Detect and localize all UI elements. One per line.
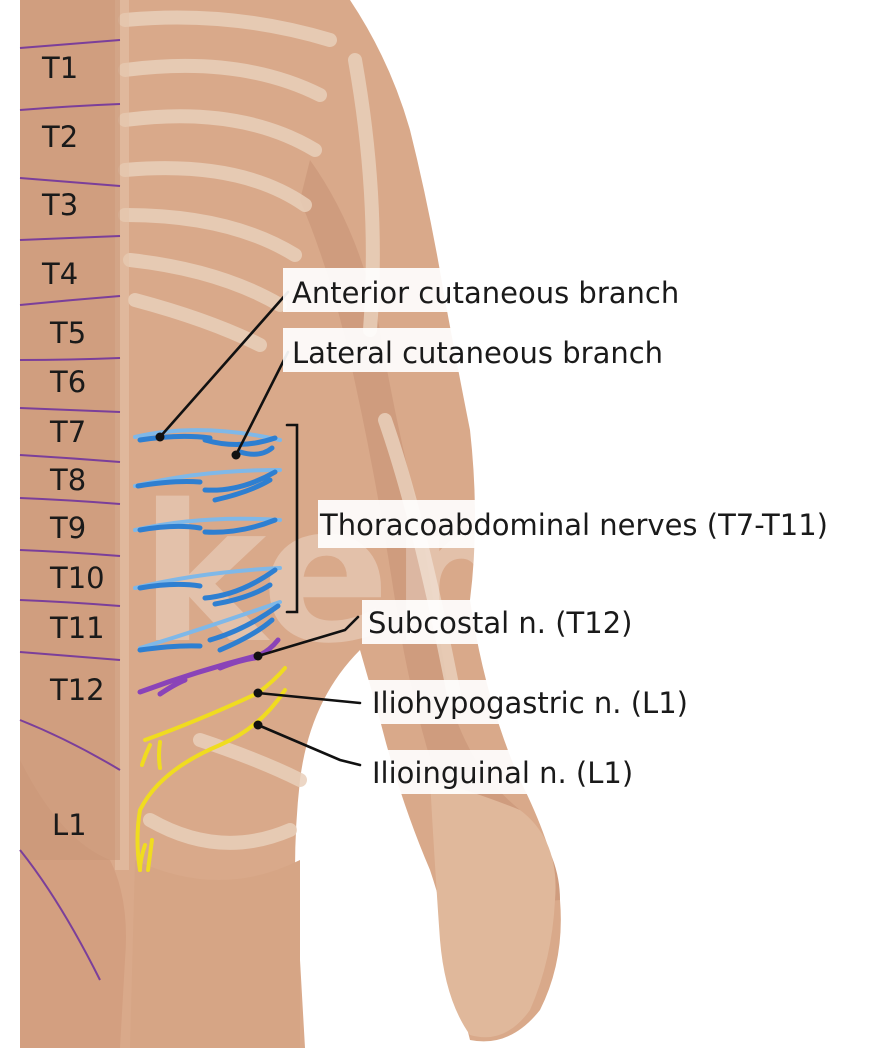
- ilioinguinal-label: Ilioinguinal n. (L1): [372, 756, 633, 790]
- dermatome-label-t7: T7: [49, 415, 86, 449]
- dermatome-label-t6: T6: [49, 365, 86, 399]
- iliohypogastric-label: Iliohypogastric n. (L1): [372, 686, 688, 720]
- svg-text:kenhub.org: kenhub.org: [140, 464, 884, 685]
- dermatome-label-l1: L1: [52, 808, 87, 842]
- thoracoabdominal-nerves-label: Thoracoabdominal nerves (T7-T11): [319, 508, 828, 542]
- lateral-pointer: [232, 451, 241, 460]
- dermatome-label-t2: T2: [41, 120, 78, 154]
- dermatome-label-t12: T12: [49, 673, 105, 707]
- watermark: kenhub.org: [140, 464, 884, 685]
- ilioinguinal-pointer: [254, 721, 263, 730]
- dermatome-label-t10: T10: [49, 561, 105, 595]
- callout-labels: Anterior cutaneous branch Lateral cutane…: [283, 268, 878, 794]
- dermatome-label-t4: T4: [41, 257, 78, 291]
- subcostal-label: Subcostal n. (T12): [368, 606, 632, 640]
- anterior-pointer: [156, 433, 165, 442]
- dermatome-label-t3: T3: [41, 188, 78, 222]
- lateral-cutaneous-branch-label: Lateral cutaneous branch: [292, 336, 663, 370]
- dermatome-label-t1: T1: [41, 51, 78, 85]
- subcostal-pointer: [254, 652, 263, 661]
- dermatome-label-t11: T11: [49, 611, 105, 645]
- dermatome-label-t5: T5: [49, 316, 86, 350]
- anterior-cutaneous-branch-label: Anterior cutaneous branch: [292, 276, 679, 310]
- dermatome-label-t9: T9: [49, 511, 86, 545]
- iliohypogastric-pointer: [254, 689, 263, 698]
- dermatome-label-t8: T8: [49, 463, 86, 497]
